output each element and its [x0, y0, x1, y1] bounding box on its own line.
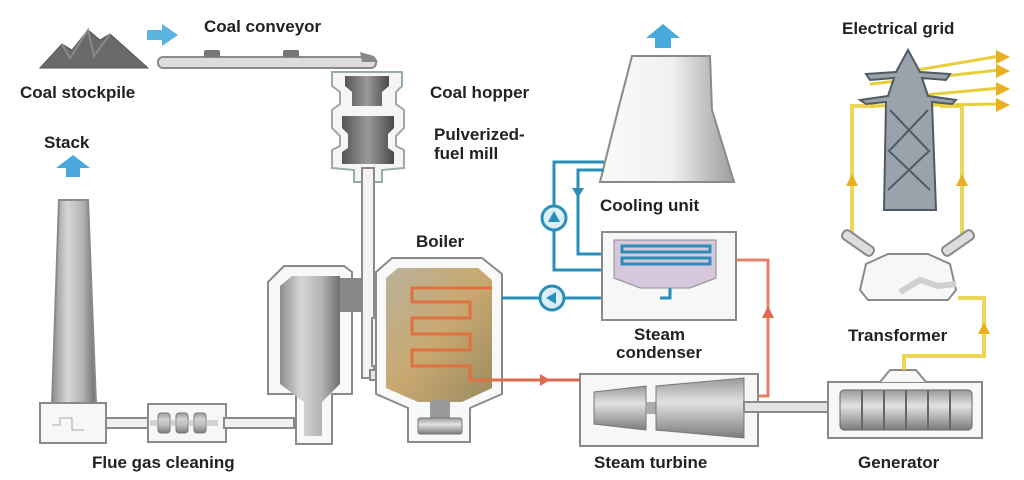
cooling-tower-exhaust-arrow-icon [646, 24, 680, 48]
label-stack: Stack [44, 133, 90, 152]
label-boiler: Boiler [416, 232, 465, 251]
steam-turbine [579, 373, 835, 447]
label-pulverized-fuel-mill-line1: Pulverized- [434, 125, 525, 144]
coal-hopper [331, 71, 405, 183]
label-steam-turbine: Steam turbine [594, 453, 708, 472]
coal-conveyor [157, 50, 378, 69]
conveyor-arrow-icon [147, 24, 178, 46]
stack-exhaust-arrow-icon [56, 155, 90, 177]
label-steam-condenser-line1: Steam [634, 325, 686, 344]
steam-condenser [601, 231, 737, 321]
label-flue-gas-cleaning: Flue gas cleaning [92, 453, 235, 472]
label-coal-stockpile: Coal stockpile [20, 83, 136, 102]
cooling-tower [598, 55, 736, 183]
generator [827, 369, 983, 439]
flue-gas-cleaning-unit [105, 403, 295, 443]
label-generator: Generator [858, 453, 940, 472]
boiler-left-column [267, 265, 362, 445]
label-transformer: Transformer [848, 326, 948, 345]
label-steam-condenser-line2: condenser [616, 343, 702, 362]
label-pulverized-fuel-mill-line2: fuel mill [434, 144, 499, 163]
label-cooling-unit: Cooling unit [600, 196, 700, 215]
stack-chimney [39, 199, 107, 444]
coal-stockpile-icon [38, 27, 150, 69]
label-electrical-grid: Electrical grid [842, 19, 955, 38]
transmission-tower-icon [857, 47, 959, 211]
boiler [375, 257, 503, 443]
label-coal-hopper: Coal hopper [430, 83, 530, 102]
transformer [840, 229, 976, 301]
label-coal-conveyor: Coal conveyor [204, 17, 322, 36]
